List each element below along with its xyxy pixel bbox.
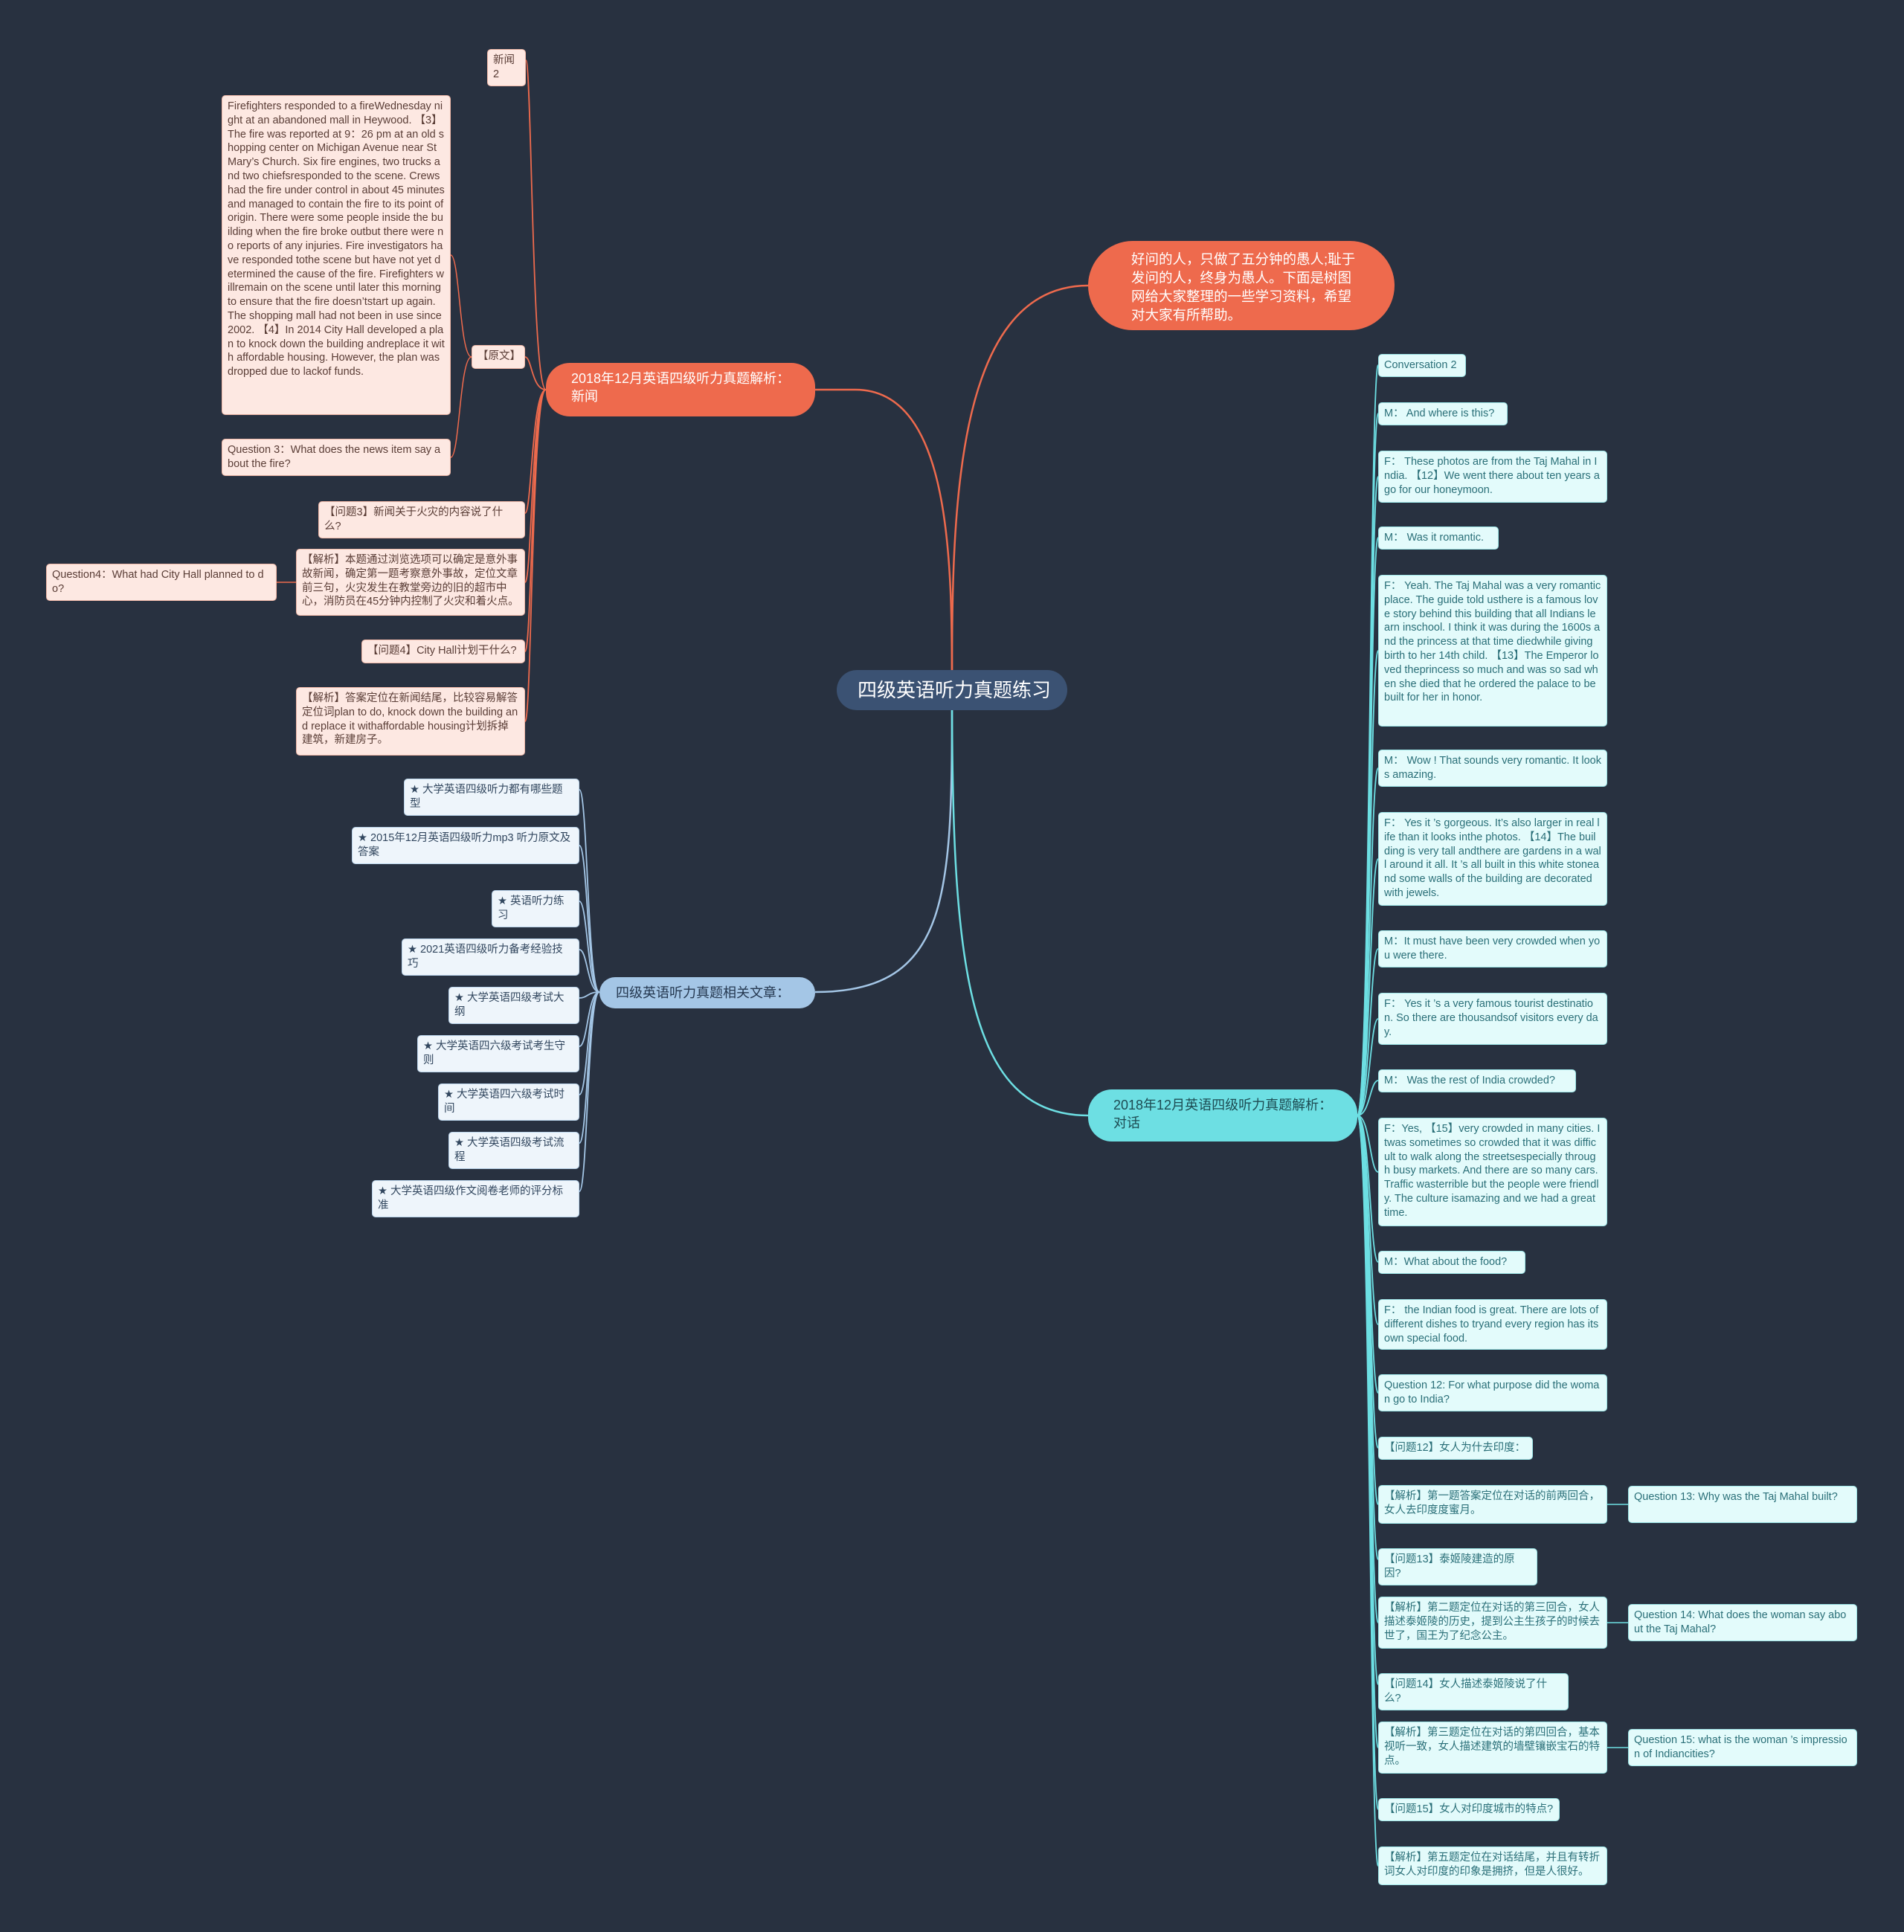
- branch-related-articles[interactable]: 四级英语听力真题相关文章：: [599, 977, 815, 1008]
- dialogue-question-leaf[interactable]: Question 15: what is the woman ’s impres…: [1628, 1729, 1857, 1766]
- dialogue-leaf[interactable]: F： the Indian food is great. There are l…: [1378, 1299, 1607, 1350]
- connector-related-leaf: [579, 789, 600, 993]
- dialogue-leaf[interactable]: Conversation 2: [1378, 354, 1466, 377]
- root-topic[interactable]: 四级英语听力真题练习: [837, 670, 1067, 710]
- news-leaf[interactable]: 新闻2: [487, 49, 526, 86]
- connector-dialogue-leaf: [1357, 1115, 1379, 1263]
- connector-related-leaf: [579, 991, 600, 999]
- connector-news-sub: [450, 254, 472, 358]
- connector-root-related: [814, 689, 953, 994]
- news-leaf[interactable]: 【解析】答案定位在新闻结尾，比较容易解答定位词plan to do, knock…: [296, 687, 525, 756]
- connector-dialogue-leaf: [1357, 767, 1379, 1116]
- dialogue-leaf[interactable]: 【问题12】女人为什去印度：: [1378, 1437, 1533, 1460]
- news-leaf[interactable]: Firefighters responded to a fireWednesda…: [222, 95, 451, 415]
- dialogue-leaf[interactable]: 【解析】第一题答案定位在对话的前两回合，女人去印度度蜜月。: [1378, 1485, 1607, 1524]
- branch-news[interactable]: 2018年12月英语四级听力真题解析：新闻: [546, 363, 815, 416]
- dialogue-leaf[interactable]: 【问题15】女人对印度城市的特点?: [1378, 1798, 1560, 1821]
- connector-related-leaf: [579, 991, 600, 1047]
- news-leaf[interactable]: 【问题4】City Hall计划干什么?: [361, 640, 525, 663]
- dialogue-leaf[interactable]: M： Was the rest of India crowded?: [1378, 1069, 1576, 1092]
- intro-topic[interactable]: 好问的人，只做了五分钟的愚人;耻于发问的人，终身为愚人。下面是树图网给大家整理的…: [1088, 241, 1395, 330]
- connector-root-dialogue: [951, 689, 1089, 1117]
- dialogue-leaf[interactable]: M：It must have been very crowded when yo…: [1378, 930, 1607, 967]
- dialogue-leaf[interactable]: M： Wow ! That sounds very romantic. It l…: [1378, 750, 1607, 787]
- connector-related-leaf: [579, 991, 600, 1192]
- dialogue-leaf[interactable]: 【解析】第二题定位在对话的第三回合，女人描述泰姬陵的历史，提到公主生孩子的时候去…: [1378, 1597, 1607, 1649]
- related-article-link[interactable]: ★ 大学英语四级作文阅卷老师的评分标准: [372, 1180, 579, 1217]
- dialogue-leaf[interactable]: 【问题14】女人描述泰姬陵说了什么?: [1378, 1673, 1569, 1710]
- connector-dialogue-leaf: [1357, 948, 1379, 1116]
- connector-dialogue-leaf: [1357, 650, 1379, 1116]
- connector-news-sub: [450, 356, 472, 458]
- dialogue-leaf[interactable]: 【解析】第五题定位在对话结尾，并且有转折词女人对印度的印象是拥挤，但是人很好。: [1378, 1846, 1607, 1885]
- dialogue-leaf[interactable]: 【解析】第三题定位在对话的第四回合，基本视听一致，女人描述建筑的墙壁镶嵌宝石的特…: [1378, 1722, 1607, 1774]
- connector-dialogue-leaf: [1357, 1018, 1379, 1116]
- dialogue-leaf[interactable]: F： Yes it ’s gorgeous. It’s also larger …: [1378, 812, 1607, 906]
- related-article-link[interactable]: ★ 大学英语四六级考试时间: [438, 1083, 579, 1121]
- connector-news-leaf: [524, 356, 547, 390]
- news-leaf[interactable]: 【解析】本题通过浏览选项可以确定是意外事故新闻，确定第一题考察意外事故，定位文章…: [296, 549, 525, 616]
- dialogue-question-leaf[interactable]: Question 14: What does the woman say abo…: [1628, 1604, 1857, 1641]
- dialogue-leaf[interactable]: M： And where is this?: [1378, 402, 1508, 425]
- related-article-link[interactable]: ★ 大学英语四六级考试考生守则: [417, 1035, 579, 1072]
- connector-related-leaf: [579, 901, 600, 993]
- news-leaf[interactable]: Question 3：What does the news item say a…: [222, 439, 451, 476]
- connector-dialogue-leaf: [1357, 1115, 1379, 1173]
- dialogue-leaf[interactable]: M： Was it romantic.: [1378, 527, 1499, 550]
- related-article-link[interactable]: ★ 大学英语四级考试流程: [448, 1132, 579, 1169]
- news-leaf[interactable]: Question4：What had City Hall planned to …: [46, 564, 277, 601]
- connector-root-news: [815, 388, 953, 691]
- connector-dialogue-leaf: [1357, 858, 1379, 1116]
- dialogue-leaf[interactable]: F： Yeah. The Taj Mahal was a very romant…: [1378, 575, 1607, 727]
- dialogue-leaf[interactable]: F： These photos are from the Taj Mahal i…: [1378, 451, 1607, 503]
- connector-root-intro: [951, 284, 1089, 691]
- dialogue-leaf[interactable]: M：What about the food?: [1378, 1251, 1525, 1274]
- connector-related-leaf: [579, 845, 600, 993]
- connector-dialogue-leaf: [1357, 1115, 1379, 1867]
- related-article-link[interactable]: ★ 大学英语四级听力都有哪些题型: [404, 779, 579, 816]
- connector-dialogue-leaf: [1357, 1080, 1379, 1116]
- dialogue-leaf[interactable]: F：Yes, 【15】very crowded in many cities. …: [1378, 1118, 1607, 1226]
- connector-news-leaf: [524, 389, 547, 514]
- connector-related-leaf: [579, 949, 600, 993]
- dialogue-leaf[interactable]: F： Yes it ’s a very famous tourist desti…: [1378, 993, 1607, 1045]
- dialogue-leaf[interactable]: 【问题13】泰姬陵建造的原因?: [1378, 1548, 1537, 1585]
- dialogue-question-leaf[interactable]: Question 13: Why was the Taj Mahal built…: [1628, 1486, 1857, 1523]
- news-leaf[interactable]: 【问题3】新闻关于火灾的内容说了什么?: [318, 501, 525, 538]
- related-article-link[interactable]: ★ 英语听力练习: [492, 890, 579, 927]
- related-article-link[interactable]: ★ 大学英语四级考试大纲: [448, 987, 579, 1024]
- connector-news-leaf: [524, 389, 547, 583]
- connector-news-leaf: [524, 389, 547, 722]
- connector-news-leaf: [525, 59, 547, 390]
- news-leaf[interactable]: 【原文】: [472, 345, 525, 369]
- branch-dialogue[interactable]: 2018年12月英语四级听力真题解析：对话: [1088, 1089, 1357, 1142]
- related-article-link[interactable]: ★ 2015年12月英语四级听力mp3 听力原文及答案: [352, 827, 579, 864]
- related-article-link[interactable]: ★ 2021英语四级听力备考经验技巧: [402, 938, 579, 976]
- dialogue-leaf[interactable]: Question 12: For what purpose did the wo…: [1378, 1374, 1607, 1411]
